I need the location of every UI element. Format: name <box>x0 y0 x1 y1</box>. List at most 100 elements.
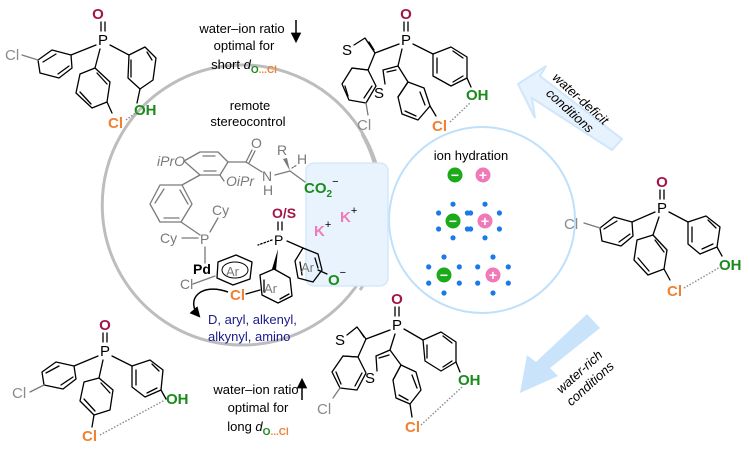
mol-bl-cl-reactive: Cl <box>82 428 97 445</box>
water-molecule-anion-row-2 <box>441 290 447 296</box>
top-note-line3: short dO...Cl <box>211 57 277 76</box>
bottom-note-line2: optimal for <box>228 400 289 415</box>
water-molecule-anion-row-1 <box>436 226 442 232</box>
water-molecule-anion-row-2 <box>456 280 462 286</box>
ligand-alpha-h: H <box>297 151 307 167</box>
top-note-line1: water–ion ratio <box>198 21 284 36</box>
mol-tl-halogen-bond <box>125 110 139 121</box>
mol-bl-oxygen: O <box>99 317 111 334</box>
anion-sign-row-0: − <box>451 167 459 183</box>
mol-bc-sulfur-1: S <box>335 332 345 349</box>
mol-tc-sulfur-2: S <box>374 85 384 102</box>
water-rich-arrow-shape <box>520 314 600 393</box>
ligand-oipr: OiPr <box>226 173 255 189</box>
water-rich-arrow: water-rich conditions <box>520 314 617 409</box>
water-molecule-cation-row-2 <box>490 290 496 296</box>
mol-bc-hydroxyl: OH <box>458 372 481 389</box>
binding-pocket-box <box>305 162 389 287</box>
water-molecule-cation-row-2 <box>475 264 481 270</box>
bottom-note: water–ion ratio optimal for long dO...Cl <box>212 377 308 438</box>
ligand-amide-n: N <box>262 168 272 184</box>
anion-icon-row-1 <box>445 213 461 229</box>
mol-tl-hydroxyl: OH <box>134 102 157 119</box>
phenoxide-oxygen: O− <box>328 267 346 289</box>
mol-tl-cl-reactive: Cl <box>108 115 123 132</box>
water-molecule-cation-row-1 <box>482 201 488 207</box>
mol-bc-phosphorus: P <box>392 317 402 334</box>
top-note-line2: optimal for <box>214 38 275 53</box>
ligand-r-group: R <box>277 142 287 158</box>
potassium-ion-2: K+ <box>314 219 331 240</box>
cation-sign-row-1: + <box>481 213 489 229</box>
catalyst-circle <box>100 63 382 347</box>
products-line1: D, aryl, alkenyl, <box>208 312 297 327</box>
bottom-note-sub-dots: ... <box>270 427 279 438</box>
bottom-note-line3: long dO...Cl <box>227 419 289 438</box>
ligand-ipro-left: iPrO <box>157 153 185 169</box>
bottom-note-d: d <box>255 419 263 434</box>
anion-icon-row-2 <box>436 267 452 283</box>
top-note-sub-cl: Cl <box>267 65 277 76</box>
mol-bc-oxygen: O <box>391 291 403 308</box>
top-note-sub-dots: ... <box>259 65 268 76</box>
bottom-note-sub-cl: Cl <box>279 427 289 438</box>
ligand-cy-2: Cy <box>160 230 177 246</box>
hydration-title: ion hydration <box>434 148 508 163</box>
water-molecule-anion-row-1 <box>450 201 456 207</box>
water-molecule-cation-row-1 <box>468 226 474 232</box>
molecule-bottom-left: O P Cl OH Cl <box>12 317 189 445</box>
mol-r-cl-reactive: Cl <box>667 283 682 300</box>
mol-bc-cl-inert: Cl <box>317 401 331 418</box>
water-molecule-cation-row-1 <box>482 235 488 241</box>
mol-bl-halogen-bond <box>99 399 166 436</box>
mol-tc-sulfur-1: S <box>342 42 352 59</box>
potassium-ion-1: K+ <box>340 205 357 226</box>
mol-r-cl-inert: Cl <box>564 216 578 233</box>
cation-sign-row-0: + <box>479 167 487 183</box>
substrate-phosphorus: P <box>274 232 283 248</box>
anion-sign-row-2: − <box>440 267 448 283</box>
mol-r-hydroxyl: OH <box>719 257 742 274</box>
top-note-prefix: short <box>211 57 244 72</box>
water-molecule-anion-row-2 <box>456 264 462 270</box>
molecule-top-left: O P Cl OH Cl <box>5 6 157 132</box>
ligand-phosphorus: P <box>200 231 209 247</box>
bottom-note-line1: water–ion ratio <box>212 382 298 397</box>
water-molecule-cation-row-2 <box>505 264 511 270</box>
mol-r-phosphorus: P <box>657 200 667 217</box>
molecule-bottom-center: O P S Cl S Cl OH <box>317 291 481 436</box>
mol-tc-hydroxyl: OH <box>466 87 489 104</box>
water-deficit-arrow-shape <box>516 65 624 152</box>
cation-icon-row-1 <box>477 213 493 229</box>
ligand-amide-h: H <box>263 182 273 198</box>
hydration-rows: − + − + − + <box>426 167 511 296</box>
substrate-reactive-cl: Cl <box>230 287 245 304</box>
bottom-note-sub-o: O <box>263 427 271 438</box>
mol-tc-oxygen: O <box>400 6 412 23</box>
substrate-heteroatom: O/S <box>272 205 296 221</box>
water-molecule-anion-row-1 <box>450 235 456 241</box>
mol-tl-oxygen: O <box>92 6 104 23</box>
top-note: water–ion ratio optimal for short dO...C… <box>198 20 302 76</box>
cation-sign-row-2: + <box>489 267 497 283</box>
substrate-ar-1: Ar <box>226 264 240 279</box>
anion-icon-row-0 <box>447 167 463 183</box>
cation-icon-row-0 <box>475 167 491 183</box>
top-note-sub-o: O <box>251 65 259 76</box>
anion-sign-row-1: − <box>449 213 457 229</box>
catalyst-title-line1: remote <box>230 98 270 113</box>
molecule-right: O P Cl OH Cl <box>564 174 742 300</box>
ligand-carbonyl-oxygen: O <box>251 135 262 151</box>
mol-r-halogen-bond <box>683 265 723 289</box>
products-line2: alkynyl, amino <box>208 329 290 344</box>
mol-tc-cl-reactive: Cl <box>432 118 447 135</box>
mol-bl-phosphorus: P <box>100 343 110 360</box>
water-molecule-cation-row-2 <box>490 254 496 260</box>
water-molecule-cation-row-1 <box>496 226 502 232</box>
mol-r-oxygen: O <box>656 174 668 191</box>
bottom-note-prefix: long <box>227 419 255 434</box>
catalyst-complex: remote stereocontrol iPrO O N H R H CO2−… <box>149 98 357 344</box>
water-molecule-cation-row-2 <box>475 280 481 286</box>
water-molecule-anion-row-1 <box>436 210 442 216</box>
